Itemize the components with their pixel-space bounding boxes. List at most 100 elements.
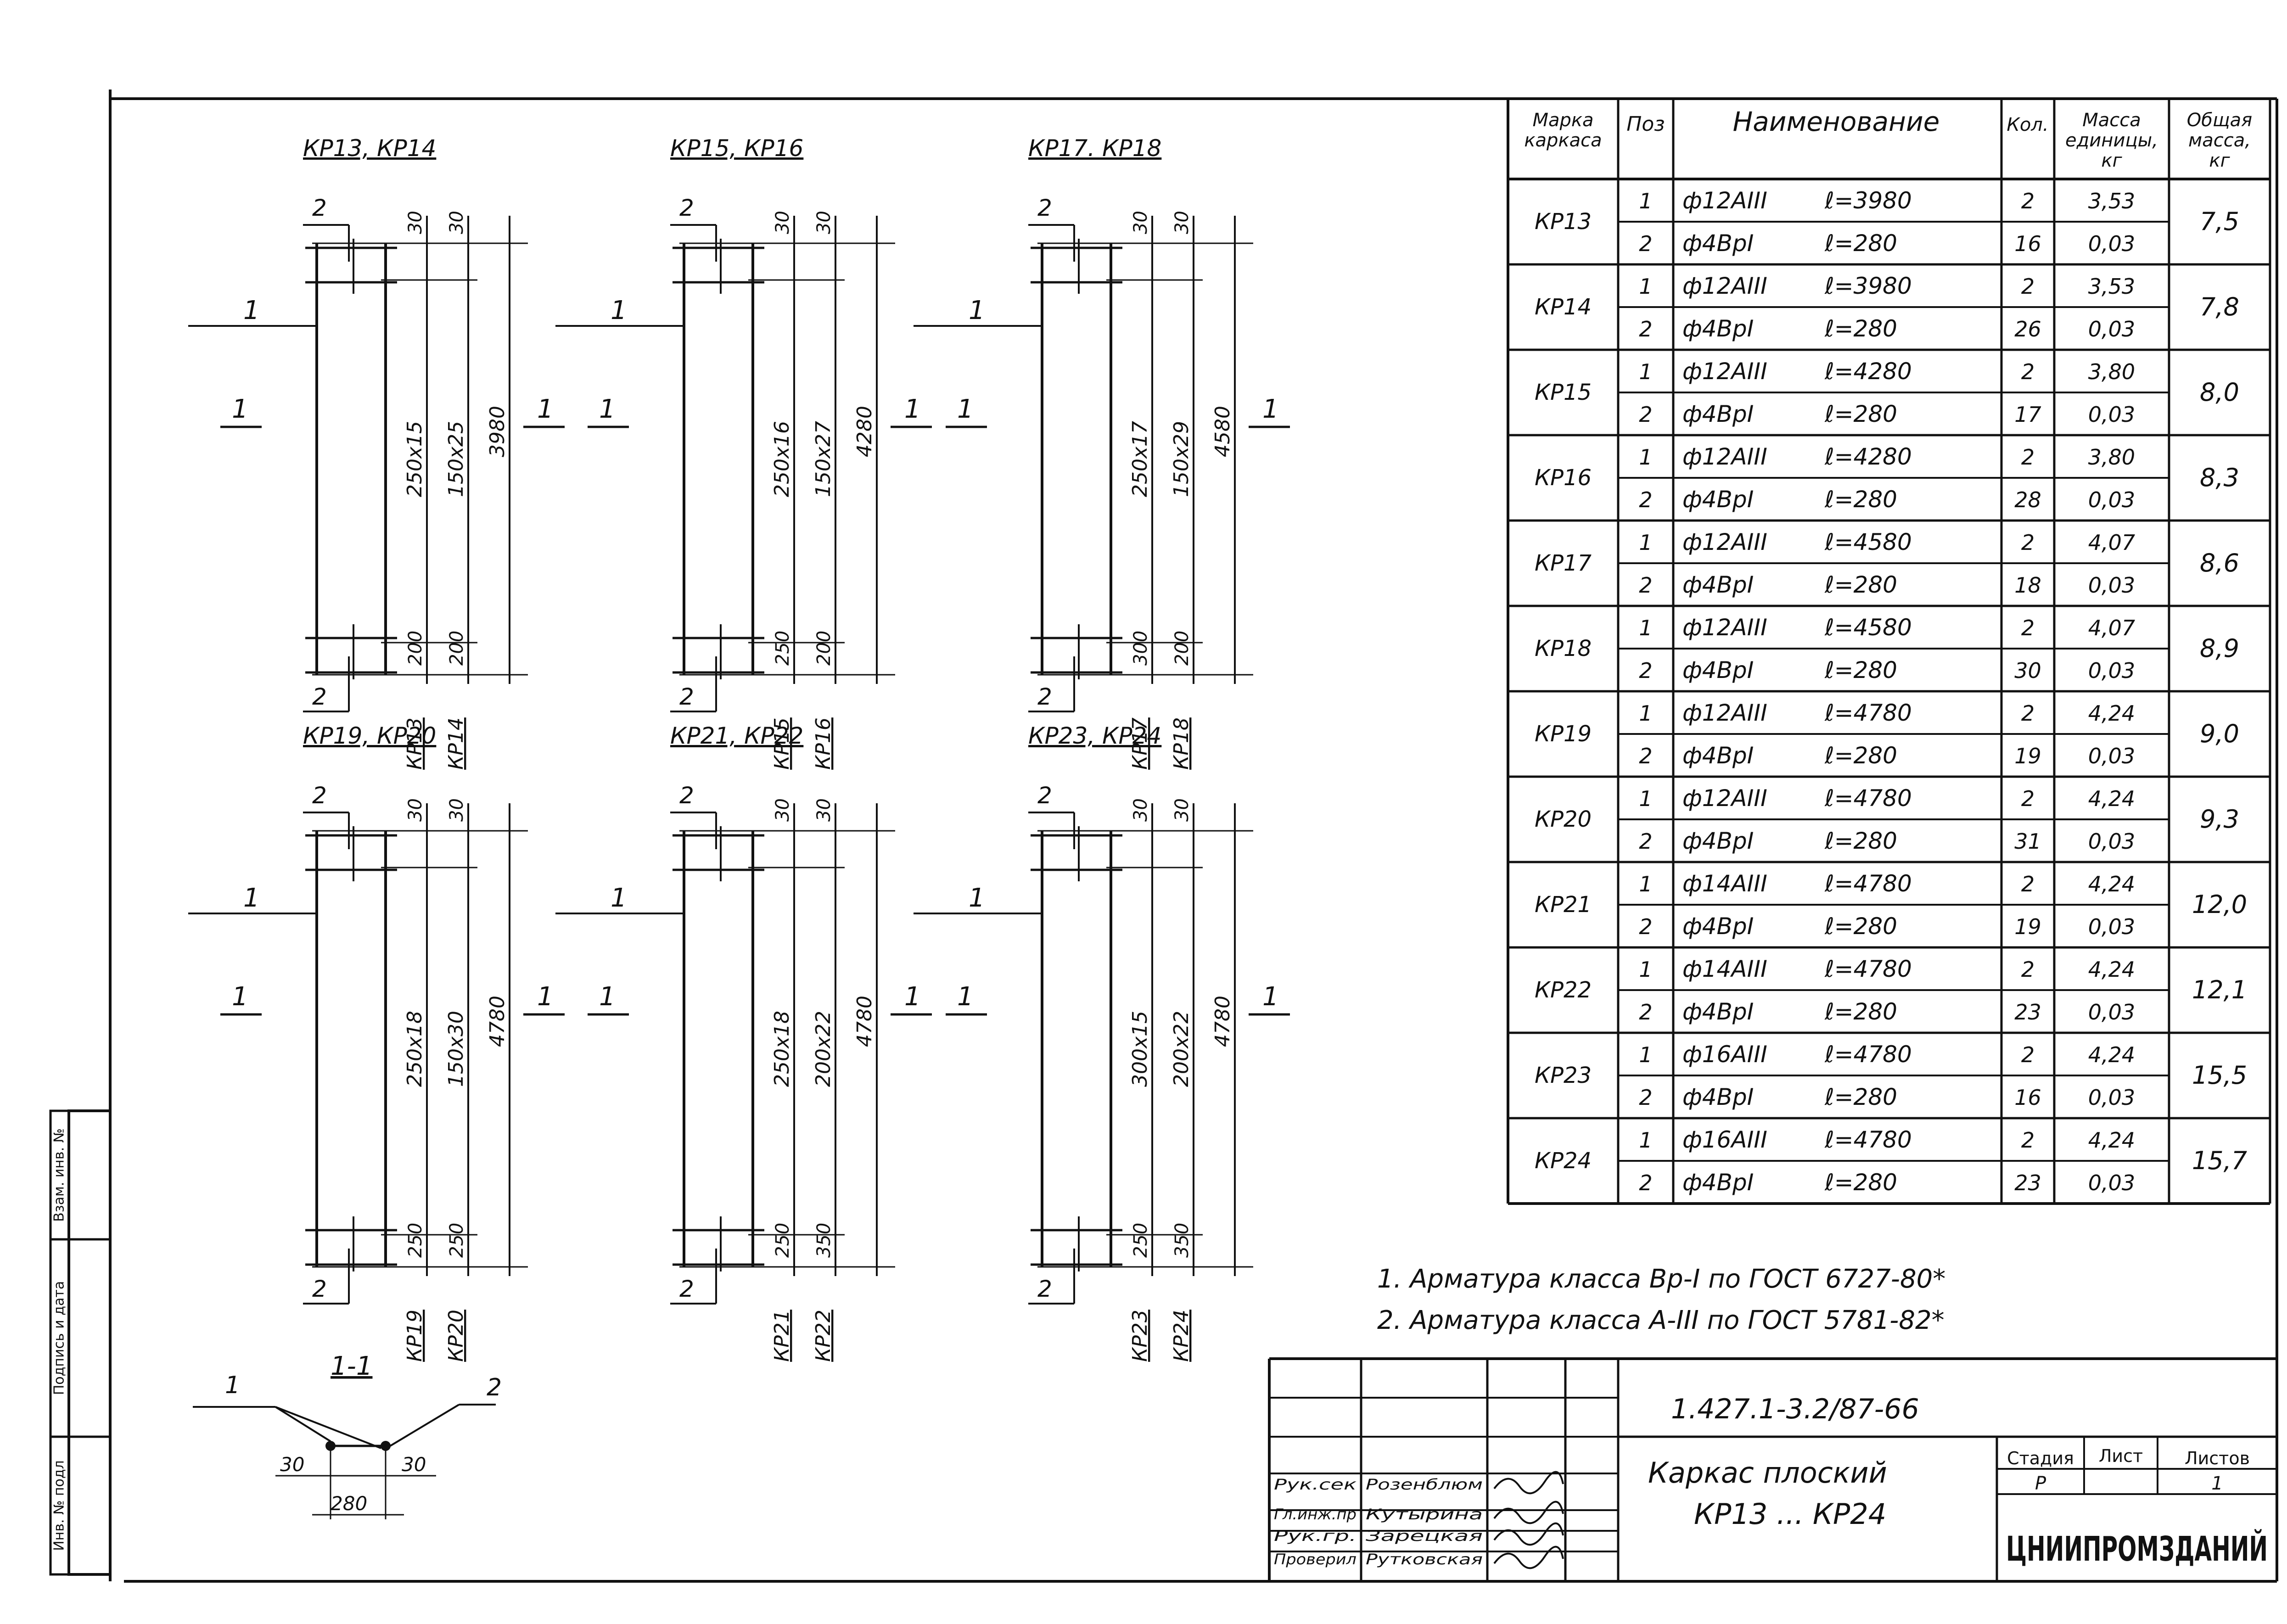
- drawing-title: КР15, КР16: [670, 135, 803, 162]
- row-length: ℓ=280: [1824, 1084, 1897, 1110]
- row-length: ℓ=4280: [1824, 443, 1912, 470]
- organization: ЦНИИПРОМЗДАНИЙ: [2006, 1529, 2268, 1569]
- row-pos: 2: [1639, 829, 1652, 854]
- row-length: ℓ=280: [1824, 742, 1897, 769]
- group-total: 12,1: [2192, 975, 2247, 1004]
- row-mass: 4,24: [2088, 1128, 2135, 1153]
- row-pos: 2: [1639, 744, 1652, 768]
- row-mass: 3,53: [2088, 274, 2135, 299]
- bottom-dimension: 200: [446, 631, 467, 666]
- top-dimension: 30: [813, 798, 835, 822]
- row-mass: 0,03: [2088, 1170, 2135, 1195]
- sheets-label: Листов: [2185, 1448, 2250, 1468]
- position-label: 2: [312, 782, 327, 809]
- frame-mark: КР21: [770, 1310, 794, 1362]
- row-pos: 1: [1639, 1042, 1652, 1067]
- group-mark: КР17: [1535, 550, 1592, 576]
- group-mark: КР18: [1535, 636, 1592, 661]
- section-mark: 1: [232, 982, 248, 1012]
- row-name: ф14АIII: [1682, 870, 1767, 897]
- table-header: Общая: [2187, 110, 2252, 131]
- row-qty: 2: [2021, 872, 2035, 896]
- row-name: ф12АIII: [1682, 700, 1767, 726]
- group-mark: КР23: [1535, 1063, 1592, 1088]
- table-header: Наименование: [1733, 106, 1940, 137]
- row-qty: 18: [2014, 573, 2041, 598]
- drawing-title: КР13, КР14: [303, 135, 436, 162]
- row-mass: 0,03: [2088, 573, 2135, 598]
- position-label: 1: [969, 883, 985, 913]
- sheet-label: Лист: [2099, 1446, 2143, 1466]
- signer-role: Гл.инж.пр: [1274, 1506, 1357, 1523]
- row-qty: 2: [2021, 189, 2035, 213]
- table-header: единицы,: [2065, 130, 2158, 151]
- section-mark: 1: [599, 982, 616, 1012]
- dimension-text: 150х27: [812, 421, 835, 497]
- frame-mark: КР13: [403, 717, 426, 770]
- dimension-text: 150х25: [444, 421, 468, 497]
- row-qty: 17: [2014, 402, 2041, 427]
- row-length: ℓ=280: [1824, 486, 1897, 513]
- row-pos: 1: [1639, 1128, 1652, 1153]
- stamp-box: [67, 1109, 112, 1576]
- row-length: ℓ=4780: [1824, 1041, 1912, 1068]
- row-qty: 2: [2021, 1042, 2035, 1067]
- row-qty: 28: [2014, 487, 2041, 512]
- row-name: ф4ВрI: [1682, 998, 1754, 1025]
- section-mark: 1: [957, 394, 974, 424]
- row-name: ф4ВрI: [1682, 401, 1754, 427]
- row-pos: 1: [1639, 274, 1652, 299]
- row-pos: 2: [1639, 402, 1652, 427]
- bottom-dimension: 200: [405, 631, 426, 666]
- dimension-text: 4780: [1211, 996, 1234, 1047]
- frame-mark: КР23: [1128, 1310, 1152, 1362]
- row-name: ф4ВрI: [1682, 913, 1754, 940]
- row-length: ℓ=280: [1824, 828, 1897, 854]
- section-title: 1-1: [331, 1351, 372, 1381]
- row-mass: 4,24: [2088, 872, 2135, 896]
- group-total: 8,3: [2200, 463, 2239, 492]
- position-label: 1: [611, 296, 627, 325]
- stage-value: Р: [2035, 1473, 2046, 1494]
- row-name: ф16АIII: [1682, 1041, 1767, 1068]
- row-pos: 2: [1639, 573, 1652, 598]
- row-mass: 3,80: [2088, 445, 2135, 470]
- top-dimension: 30: [813, 211, 835, 234]
- row-pos: 1: [1639, 445, 1652, 470]
- row-qty: 19: [2014, 914, 2041, 939]
- position-label: 2: [1037, 782, 1052, 809]
- row-pos: 2: [1639, 317, 1652, 342]
- row-pos: 1: [1639, 786, 1652, 811]
- signer-name: Рутковская: [1366, 1551, 1483, 1568]
- dimension-text: 4580: [1211, 406, 1234, 457]
- top-dimension: 30: [446, 798, 467, 822]
- bottom-dimension: 350: [813, 1223, 835, 1258]
- group-mark: КР19: [1535, 721, 1592, 747]
- row-length: ℓ=280: [1824, 657, 1897, 683]
- section-dim-right: 30: [402, 1453, 426, 1476]
- dimension-text: 250х17: [1128, 421, 1152, 497]
- row-length: ℓ=4580: [1824, 614, 1912, 641]
- table-header: кг: [2209, 150, 2230, 171]
- dimension-text: 3980: [486, 406, 509, 457]
- row-qty: 2: [2021, 616, 2035, 640]
- row-qty: 2: [2021, 530, 2035, 555]
- row-pos: 1: [1639, 359, 1652, 384]
- group-total: 8,6: [2200, 549, 2239, 577]
- frame-mark: КР20: [444, 1310, 468, 1362]
- row-pos: 1: [1639, 957, 1652, 982]
- row-length: ℓ=4280: [1824, 358, 1912, 385]
- row-name: ф12АIII: [1682, 614, 1767, 641]
- row-qty: 2: [2021, 957, 2035, 982]
- position-label: 2: [312, 683, 327, 710]
- row-length: ℓ=4780: [1824, 700, 1912, 726]
- table-header: Кол.: [2007, 114, 2048, 135]
- row-qty: 19: [2014, 744, 2041, 768]
- frame-mark: КР22: [812, 1310, 835, 1362]
- group-mark: КР15: [1535, 380, 1592, 405]
